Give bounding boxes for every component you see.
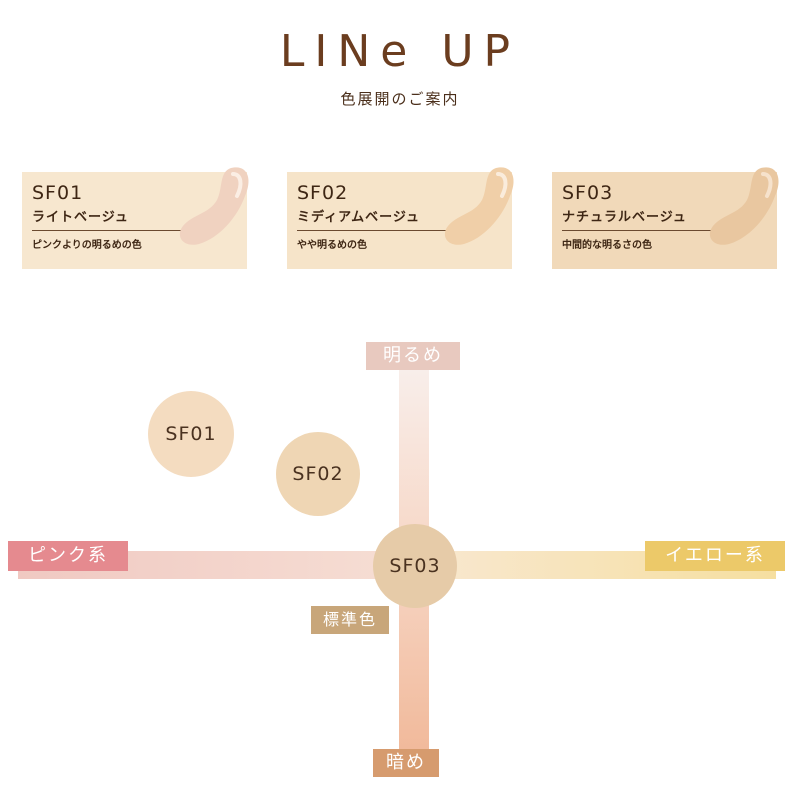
shade-card-sf02: SF02 ミディアムベージュ やや明るめの色	[287, 167, 514, 269]
shade-code: SF02	[297, 182, 349, 204]
dot-label: SF02	[292, 463, 344, 485]
foundation-swatch-icon	[709, 167, 779, 245]
axis-label-bright: 明るめ	[366, 342, 460, 370]
shade-code: SF03	[562, 182, 614, 204]
shade-card-sf03: SF03 ナチュラルベージュ 中間的な明るさの色	[552, 167, 779, 269]
shade-dot-sf03: SF03	[373, 524, 457, 608]
axis-label-pink: ピンク系	[8, 541, 128, 571]
shade-name: ミディアムベージュ	[297, 210, 421, 225]
shade-description: やや明るめの色	[297, 240, 367, 251]
shade-card-sf01: SF01 ライトベージュ ピンクよりの明るめの色	[22, 167, 249, 269]
dot-label: SF03	[389, 555, 441, 577]
shade-dot-sf02: SF02	[276, 432, 360, 516]
shade-name: ライトベージュ	[32, 210, 129, 225]
shade-code: SF01	[32, 182, 84, 204]
divider	[297, 230, 447, 231]
page-subtitle: 色展開のご案内	[340, 90, 460, 108]
divider	[32, 230, 182, 231]
foundation-swatch-icon	[444, 167, 514, 245]
dot-label: SF01	[165, 423, 217, 445]
foundation-swatch-icon	[179, 167, 249, 245]
shade-description: ピンクよりの明るめの色	[32, 240, 142, 251]
shade-dot-sf01: SF01	[148, 391, 234, 477]
shade-description: 中間的な明るさの色	[562, 240, 652, 251]
axis-label-standard: 標準色	[311, 606, 389, 634]
page-title: LINe UP	[279, 26, 521, 77]
shade-name: ナチュラルベージュ	[562, 210, 687, 225]
axis-label-yellow: イエロー系	[645, 541, 785, 571]
divider	[562, 230, 712, 231]
axis-label-dark: 暗め	[373, 749, 439, 777]
